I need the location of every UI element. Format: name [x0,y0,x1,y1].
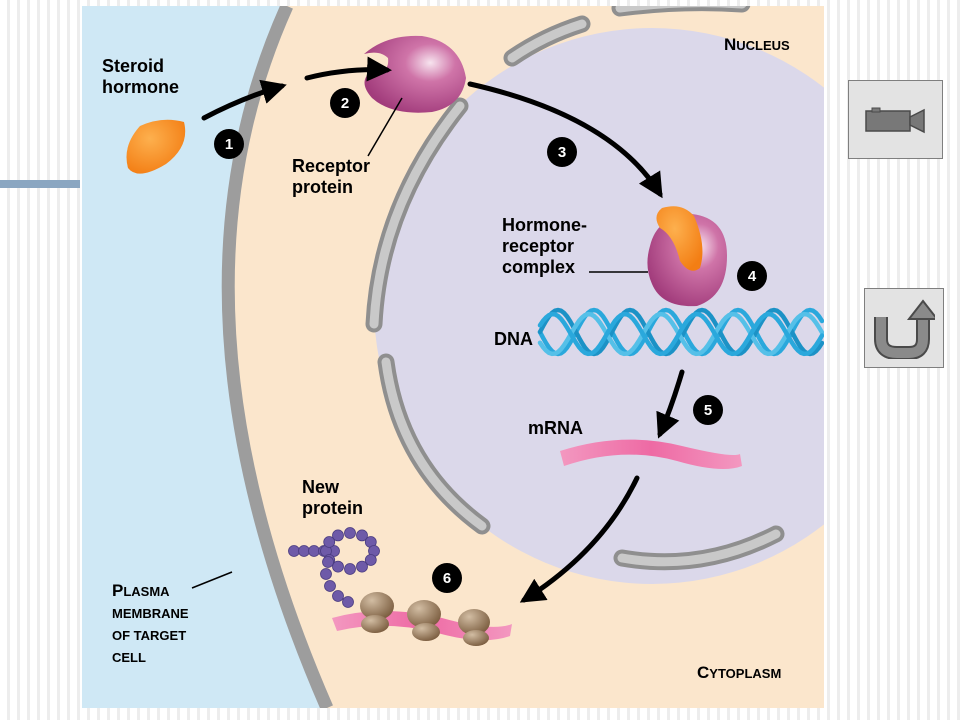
protein-bead [356,529,368,542]
svg-text:6: 6 [443,570,451,587]
label-mrna: mRNA [528,418,583,438]
step-1: 1 [214,129,244,159]
hormone-receptor-complex-molecule [647,206,727,307]
protein-bead [344,563,356,575]
step-markers: 1 2 3 4 5 6 [214,88,767,593]
arrow-6 [519,475,640,603]
step-2: 2 [330,88,360,118]
arrow-3 [467,81,663,199]
protein-bead [322,556,334,568]
dna-helix [537,307,824,357]
ribosomes [360,592,490,646]
label-hormone-receptor-complex: Hormone- receptor complex [502,215,592,277]
svg-text:2: 2 [341,95,349,112]
arrow-2 [304,56,392,82]
label-cytoplasm: CYTOPLASM [697,663,781,682]
protein-bead [344,527,356,539]
step-4: 4 [737,261,767,291]
mrna-strand [560,439,742,470]
slide-accent-bar [0,180,80,188]
step-6: 6 [432,563,462,593]
new-protein-chain [288,527,380,608]
svg-text:5: 5 [704,402,712,419]
ribosome [407,600,441,628]
svg-text:3: 3 [558,144,566,161]
receptor-protein-molecule [364,35,466,113]
protein-bead [324,580,336,592]
ribosome [360,592,394,620]
label-receptor-protein: Receptor protein [292,156,375,197]
protein-bead [308,545,320,557]
ribosome [361,615,389,633]
protein-bead [332,590,344,602]
protein-bead [298,545,310,557]
steroid-hormone-molecule [126,119,186,174]
movie-button[interactable] [848,80,943,159]
movie-camera-icon [864,107,925,133]
ribosome [412,623,440,641]
protein-bead [332,529,344,542]
svg-text:1: 1 [225,136,233,153]
arrow-5 [656,369,685,439]
label-plasma-membrane: PLASMA MEMBRANE OF TARGET CELL [112,581,193,665]
protein-bead [364,554,377,566]
arrow-1 [201,79,287,121]
label-dna: DNA [494,329,533,349]
protein-bead [320,568,332,580]
steroid-hormone-diagram: 1 2 3 4 5 6 Steroid hormone Receptor pro… [82,6,824,708]
protein-bead [288,545,300,557]
leader-lines [191,97,648,589]
label-new-protein: New protein [302,477,363,518]
svg-text:4: 4 [748,268,757,285]
step-5: 5 [693,395,723,425]
pathway-arrows [201,56,685,603]
label-nucleus: NUCLEUS [724,35,790,54]
ribosome [463,630,489,646]
nucleus-region [374,28,824,584]
protein-bead [356,560,368,573]
protein-bead [342,596,354,608]
nuclear-envelope [365,6,785,571]
return-button[interactable] [864,288,944,368]
ribosome [458,609,490,635]
protein-bead [332,560,344,573]
step-3: 3 [547,137,577,167]
u-turn-return-icon [874,299,935,359]
protein-bead [323,536,336,548]
label-steroid-hormone: Steroid hormone [102,56,179,97]
